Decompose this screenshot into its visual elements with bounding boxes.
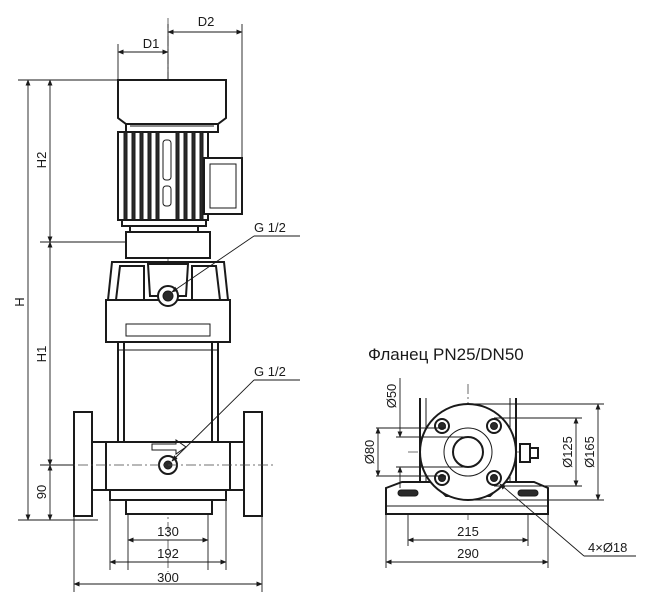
dim-d1-label: D1 — [143, 36, 160, 51]
dim-215-label: 215 — [457, 524, 479, 539]
pump-sleeve — [117, 341, 219, 443]
callout-upper-port: G 1/2 — [171, 220, 300, 293]
dim-d165-label: Ø165 — [582, 436, 597, 468]
dim-flange-left: Ø50 Ø80 — [362, 378, 468, 488]
dim-d125-label: Ø125 — [560, 436, 575, 468]
flange-bolt-holes — [434, 418, 502, 486]
dim-d2-label: D2 — [198, 14, 215, 29]
motor-stool — [105, 231, 231, 343]
dim-d80-label: Ø80 — [362, 440, 377, 465]
dim-290-label: 290 — [457, 546, 479, 561]
dim-h-label: H — [12, 297, 27, 306]
dim-300-label: 300 — [157, 570, 179, 585]
dim-heights: H H2 H1 90 — [12, 79, 126, 521]
flange-view: Фланец PN25/DN50 — [362, 345, 636, 568]
flange-title: Фланец PN25/DN50 — [368, 345, 524, 364]
motor — [117, 79, 243, 233]
dim-widths: 130 192 300 — [73, 500, 263, 592]
dim-h2-label: H2 — [34, 152, 49, 169]
dim-90-label: 90 — [34, 485, 49, 499]
lower-port-label: G 1/2 — [254, 364, 286, 379]
callout-bolt-holes: 4×Ø18 — [499, 483, 636, 557]
bolt-holes-label: 4×Ø18 — [588, 540, 627, 555]
dim-d1-d2: D1 D2 — [117, 14, 243, 158]
callout-lower-port: G 1/2 — [171, 364, 300, 462]
dim-d50-label: Ø50 — [384, 384, 399, 409]
dim-flange-right: Ø125 Ø165 — [468, 403, 604, 501]
dim-130-label: 130 — [157, 524, 179, 539]
dim-flange-bottom: 215 290 — [385, 514, 549, 568]
upper-port-label: G 1/2 — [254, 220, 286, 235]
pump-front-view: D1 D2 H H2 H1 90 — [12, 14, 300, 592]
dim-h1-label: H1 — [34, 346, 49, 363]
outlet-flange — [243, 411, 263, 517]
dim-192-label: 192 — [157, 546, 179, 561]
inlet-flange — [73, 411, 93, 517]
flange-bore — [452, 436, 484, 468]
flow-direction-arrow — [151, 439, 187, 455]
